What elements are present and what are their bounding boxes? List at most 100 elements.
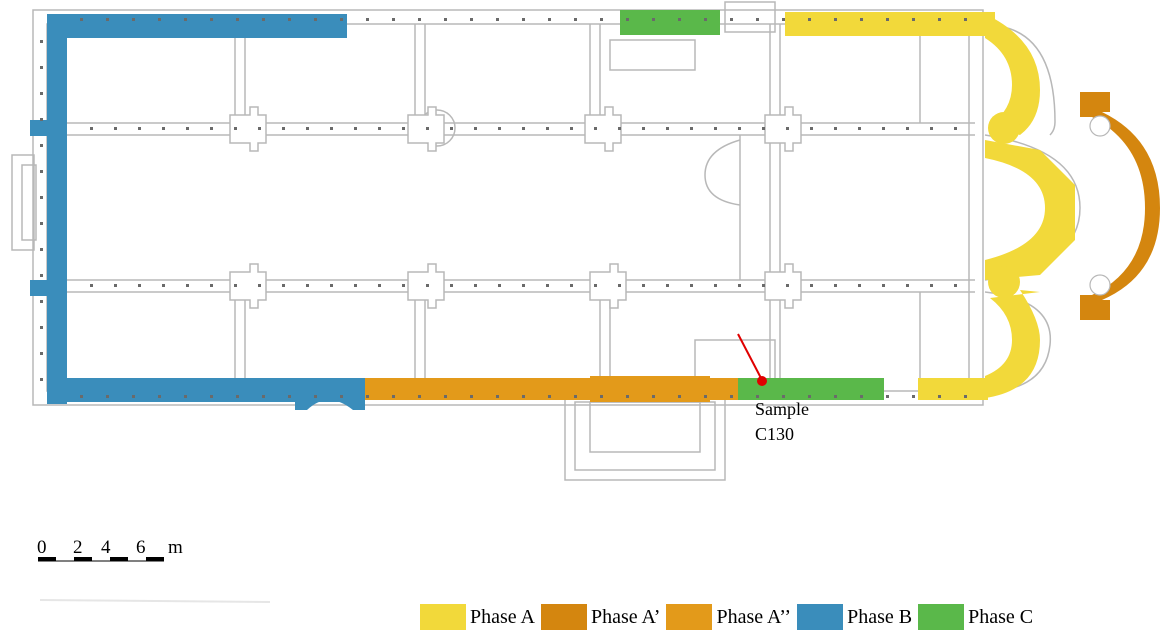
wall-dot xyxy=(80,395,83,398)
wall-dot xyxy=(834,18,837,21)
legend-item-phase-a-double-prime: Phase A’’ xyxy=(666,604,791,630)
phase-b-walls xyxy=(30,14,365,410)
wall-dot xyxy=(392,18,395,21)
wall-dot xyxy=(444,395,447,398)
wall-dot xyxy=(210,18,213,21)
wall-dot xyxy=(114,284,117,287)
wall-dot xyxy=(366,18,369,21)
wall-dot xyxy=(288,395,291,398)
wall-dot xyxy=(858,284,861,287)
wall-dot xyxy=(40,222,43,225)
wall-dot xyxy=(762,127,765,130)
wall-dot xyxy=(886,395,889,398)
wall-dot xyxy=(860,395,863,398)
wall-dot xyxy=(642,127,645,130)
wall-dot xyxy=(354,284,357,287)
wall-dot xyxy=(912,18,915,21)
wall-dot xyxy=(730,18,733,21)
phase-a-prime-apse xyxy=(1080,92,1160,320)
wall-dot xyxy=(282,284,285,287)
wall-dot xyxy=(470,18,473,21)
wall-dot xyxy=(90,127,93,130)
wall-dot xyxy=(738,284,741,287)
wall-dot xyxy=(40,196,43,199)
wall-dot xyxy=(954,284,957,287)
wall-dot xyxy=(810,284,813,287)
wall-dot xyxy=(114,127,117,130)
wall-dot xyxy=(678,395,681,398)
wall-dot xyxy=(886,18,889,21)
wall-dot xyxy=(444,18,447,21)
wall-dot xyxy=(964,18,967,21)
wall-dot xyxy=(330,127,333,130)
nave-piers xyxy=(229,106,802,309)
wall-dot xyxy=(234,127,237,130)
wall-dot xyxy=(678,18,681,21)
wall-dot xyxy=(810,127,813,130)
wall-dot xyxy=(314,395,317,398)
wall-dot xyxy=(704,395,707,398)
wall-dot xyxy=(426,284,429,287)
wall-dot xyxy=(106,18,109,21)
wall-dot xyxy=(666,284,669,287)
wall-dot xyxy=(570,127,573,130)
wall-dot xyxy=(730,395,733,398)
wall-dot xyxy=(626,18,629,21)
wall-dot xyxy=(306,284,309,287)
legend-item-phase-a: Phase A xyxy=(420,604,535,630)
wall-dot xyxy=(546,127,549,130)
wall-dot xyxy=(522,284,525,287)
wall-dot xyxy=(40,326,43,329)
wall-dot xyxy=(522,18,525,21)
wall-dot xyxy=(906,127,909,130)
wall-dot xyxy=(402,284,405,287)
phase-a-walls xyxy=(785,12,1075,400)
wall-dot xyxy=(402,127,405,130)
wall-dot xyxy=(704,18,707,21)
wall-dot xyxy=(498,284,501,287)
legend-swatch xyxy=(918,604,965,630)
wall-dot xyxy=(964,395,967,398)
wall-dot xyxy=(40,118,43,121)
legend-swatch xyxy=(541,604,587,630)
wall-dot xyxy=(340,395,343,398)
scale-label-0: 0 xyxy=(37,537,47,558)
wall-dot xyxy=(162,284,165,287)
wall-dot xyxy=(184,18,187,21)
wall-dot xyxy=(158,18,161,21)
wall-dot xyxy=(782,395,785,398)
scale-label-6: 6 xyxy=(136,537,146,558)
phase-c-walls xyxy=(620,10,884,400)
wall-dots xyxy=(40,18,967,398)
wall-dot xyxy=(522,127,525,130)
wall-dot xyxy=(496,395,499,398)
wall-dot xyxy=(236,18,239,21)
wall-dot xyxy=(930,284,933,287)
wall-dot xyxy=(938,395,941,398)
wall-dot xyxy=(262,18,265,21)
wall-dot xyxy=(40,352,43,355)
scale-unit: m xyxy=(168,537,183,558)
wall-dot xyxy=(450,127,453,130)
wall-dot xyxy=(40,144,43,147)
wall-dot xyxy=(426,127,429,130)
wall-dot xyxy=(786,127,789,130)
wall-dot xyxy=(378,127,381,130)
faint-marks xyxy=(39,599,271,603)
wall-dot xyxy=(90,284,93,287)
wall-dot xyxy=(548,18,551,21)
wall-dot xyxy=(782,18,785,21)
wall-dot xyxy=(330,284,333,287)
wall-dot xyxy=(474,127,477,130)
wall-dot xyxy=(642,284,645,287)
legend-item-phase-b: Phase B xyxy=(797,604,912,630)
wall-dot xyxy=(106,395,109,398)
wall-dot xyxy=(210,127,213,130)
scale-bar: 0 2 4 6 m xyxy=(37,537,183,562)
legend-swatch xyxy=(797,604,844,630)
wall-dot xyxy=(138,284,141,287)
wall-dot xyxy=(498,127,501,130)
wall-dot xyxy=(288,18,291,21)
wall-dot xyxy=(600,18,603,21)
